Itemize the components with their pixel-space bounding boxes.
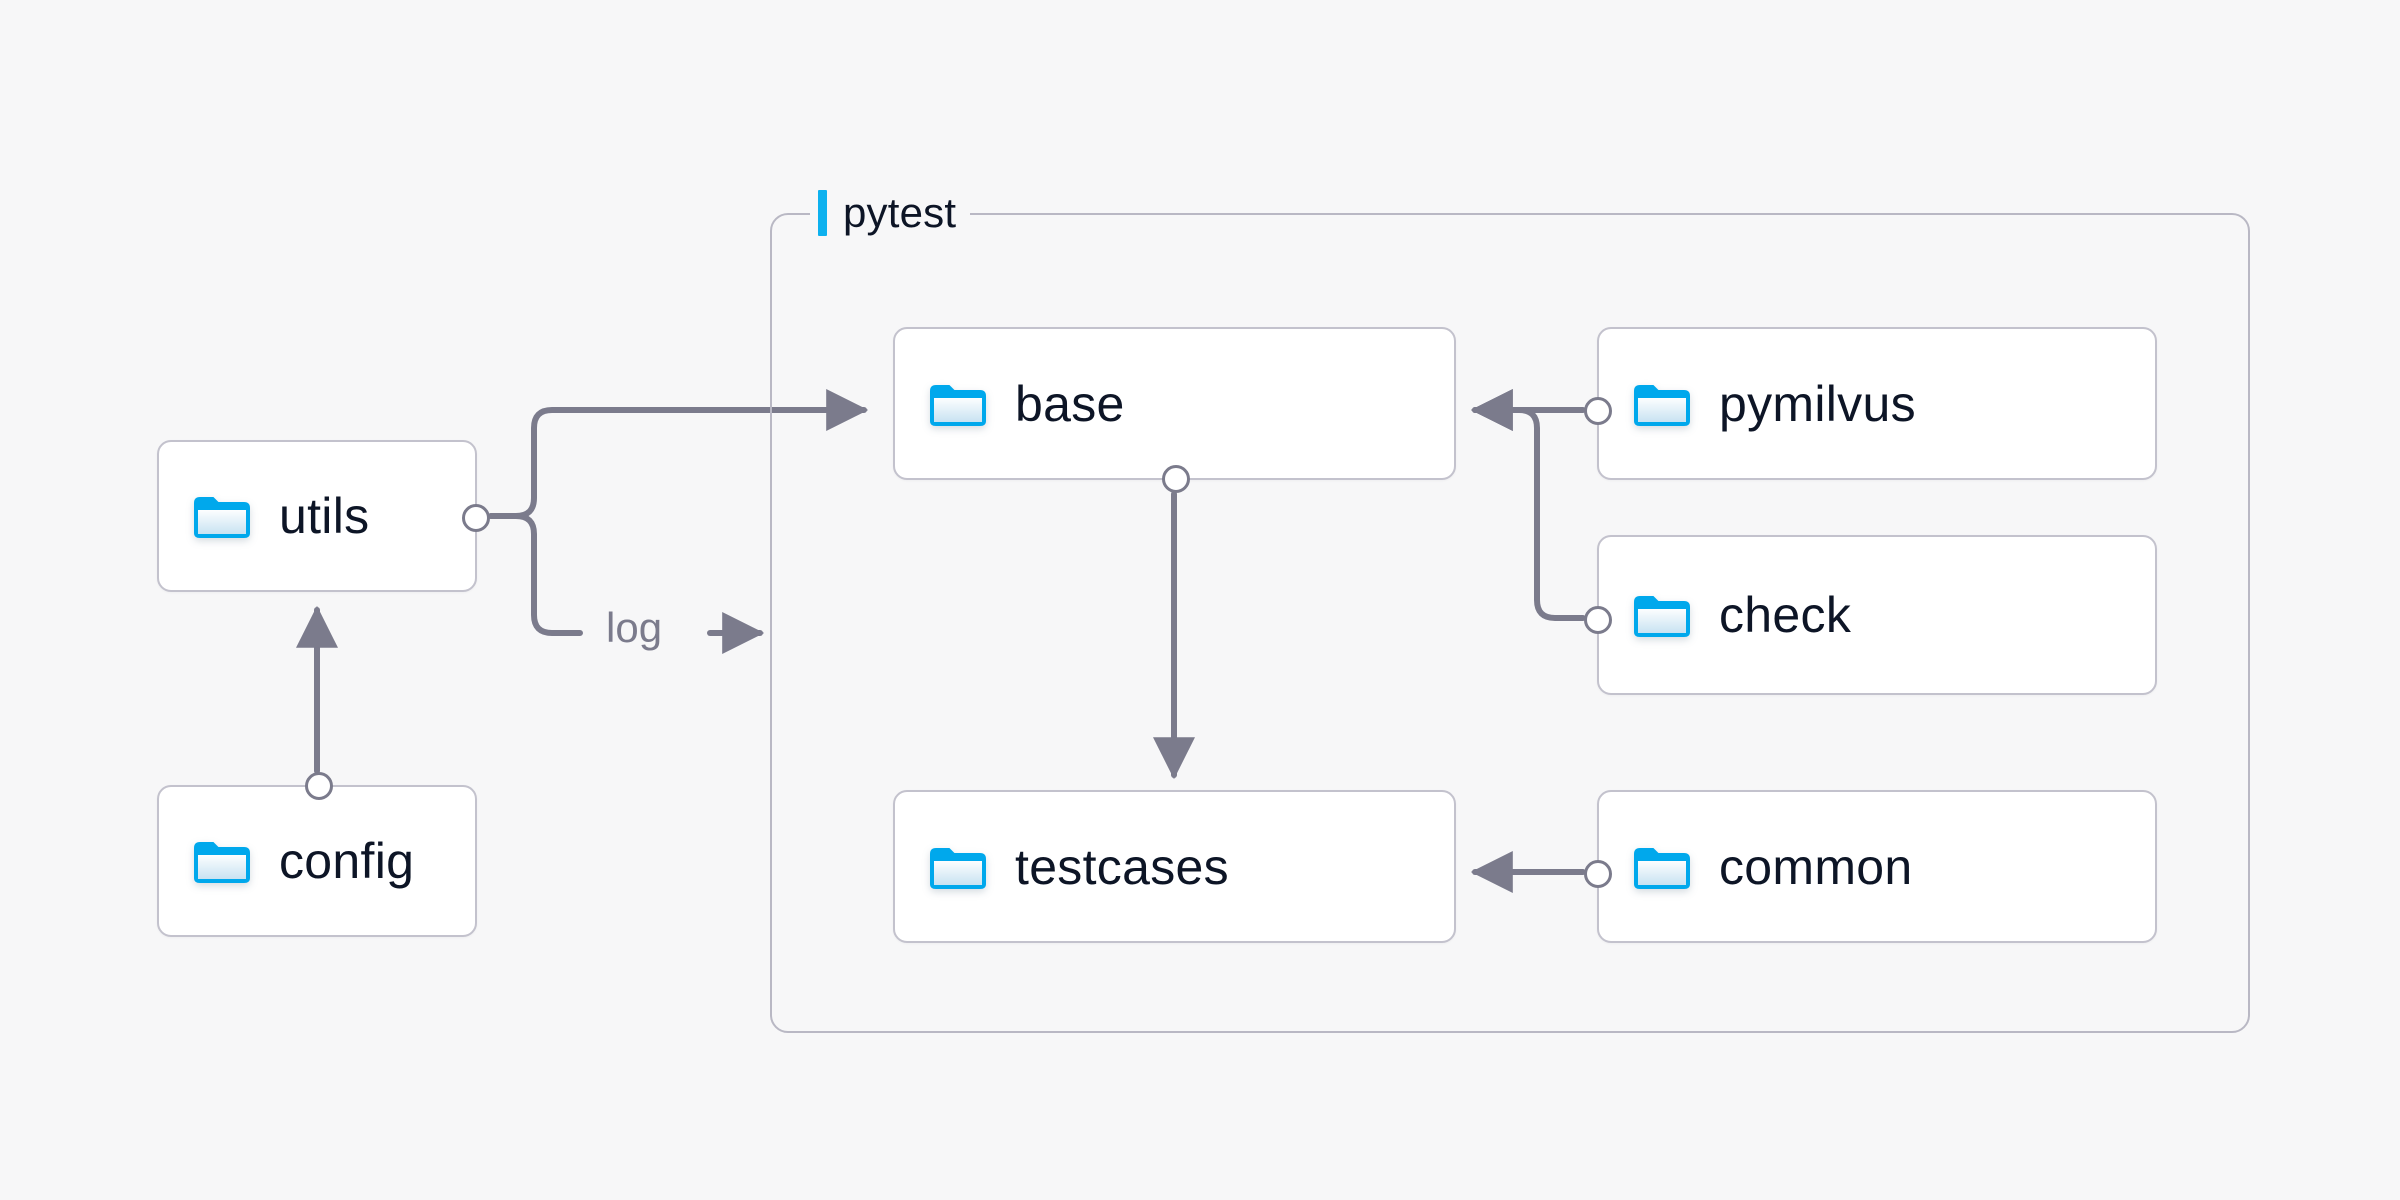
node-check[interactable]: check (1584, 535, 2157, 695)
group-title: pytest (843, 189, 957, 236)
folder-icon (1633, 592, 1691, 638)
group-pytest-label: pytest (810, 185, 971, 241)
node-config[interactable]: config (157, 772, 477, 937)
node-utils[interactable]: utils (157, 440, 490, 592)
node-label: testcases (1015, 838, 1229, 895)
folder-icon (929, 381, 987, 427)
edge-utils-log (488, 513, 583, 636)
node-label: check (1719, 587, 1852, 643)
folder-icon (1633, 381, 1691, 427)
port-config-top[interactable] (305, 772, 333, 800)
node-base[interactable]: base (893, 327, 1456, 493)
node-common[interactable]: common (1584, 790, 2157, 943)
node-label: utils (279, 488, 370, 544)
node-label: common (1719, 838, 1913, 895)
folder-icon (1633, 844, 1691, 890)
folder-icon (193, 493, 251, 539)
node-label: pymilvus (1719, 375, 1916, 432)
node-testcases[interactable]: testcases (893, 790, 1456, 943)
group-pytest[interactable] (770, 213, 2250, 1033)
node-label: base (1015, 375, 1125, 432)
folder-icon (929, 844, 987, 890)
folder-icon (193, 838, 251, 884)
node-label: config (279, 833, 415, 889)
port-base-bottom[interactable] (1162, 465, 1190, 493)
port-check-left[interactable] (1584, 606, 1612, 634)
group-accent-bar (818, 190, 827, 236)
node-pymilvus[interactable]: pymilvus (1584, 327, 2157, 480)
port-pymilvus-left[interactable] (1584, 397, 1612, 425)
port-utils-right[interactable] (462, 504, 490, 532)
edge-label-log: log (596, 604, 673, 652)
port-common-left[interactable] (1584, 860, 1612, 888)
